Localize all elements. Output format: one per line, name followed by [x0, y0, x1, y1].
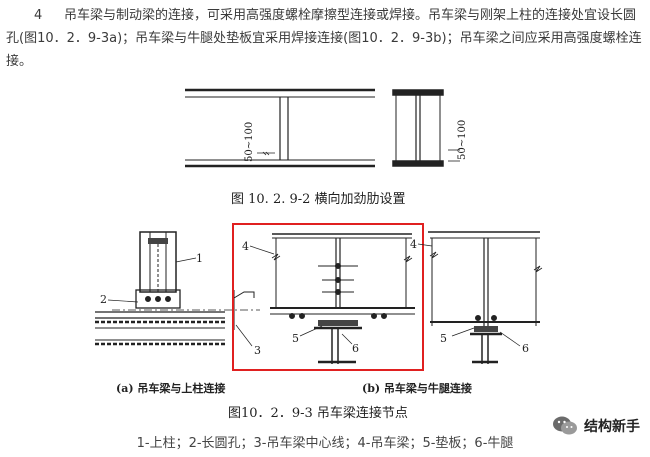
subcaption-a: (a) 吊车梁与上柱连接 — [116, 381, 225, 395]
paragraph-index: 4 — [34, 8, 43, 23]
label-5b: 5 — [440, 332, 447, 345]
label-2: 2 — [100, 293, 107, 306]
label-3: 3 — [254, 344, 261, 357]
figure-caption-top: 图 10. 2. 9-2 横向加劲肋设置 — [231, 192, 406, 207]
label-1: 1 — [196, 252, 203, 265]
label-6a: 6 — [352, 342, 359, 355]
label-5a: 5 — [292, 332, 299, 345]
beam-to-corbel-drawing — [249, 233, 415, 364]
highlight-box — [232, 223, 424, 371]
dim-label-right: 50~100 — [457, 120, 468, 160]
dim-label-left: 50~100 — [244, 122, 255, 162]
watermark: 结构新手 — [552, 413, 640, 439]
label-6b: 6 — [522, 342, 529, 355]
figure-caption-bottom: 图10．2．9-3 吊车梁连接节点 — [228, 406, 408, 421]
figure-legend: 1-上柱；2-长圆孔；3-吊车梁中心线；4-吊车梁；5-垫板；6-牛腿 — [136, 436, 514, 451]
stiffener-section-drawing — [392, 89, 460, 167]
beam-section-drawing — [417, 231, 543, 364]
stiffener-elevation-drawing — [185, 88, 375, 168]
beam-to-column-drawing — [95, 231, 260, 347]
wechat-logo-icon — [553, 416, 577, 435]
label-4a: 4 — [242, 240, 249, 253]
subcaption-b: (b) 吊车梁与牛腿连接 — [362, 381, 472, 395]
watermark-text: 结构新手 — [584, 419, 640, 435]
label-4b: 4 — [410, 238, 417, 251]
paragraph-text: 吊车梁与制动梁的连接，可采用高强度螺栓摩擦型连接或焊接。吊车梁与刚架上柱的连接处… — [6, 8, 642, 69]
